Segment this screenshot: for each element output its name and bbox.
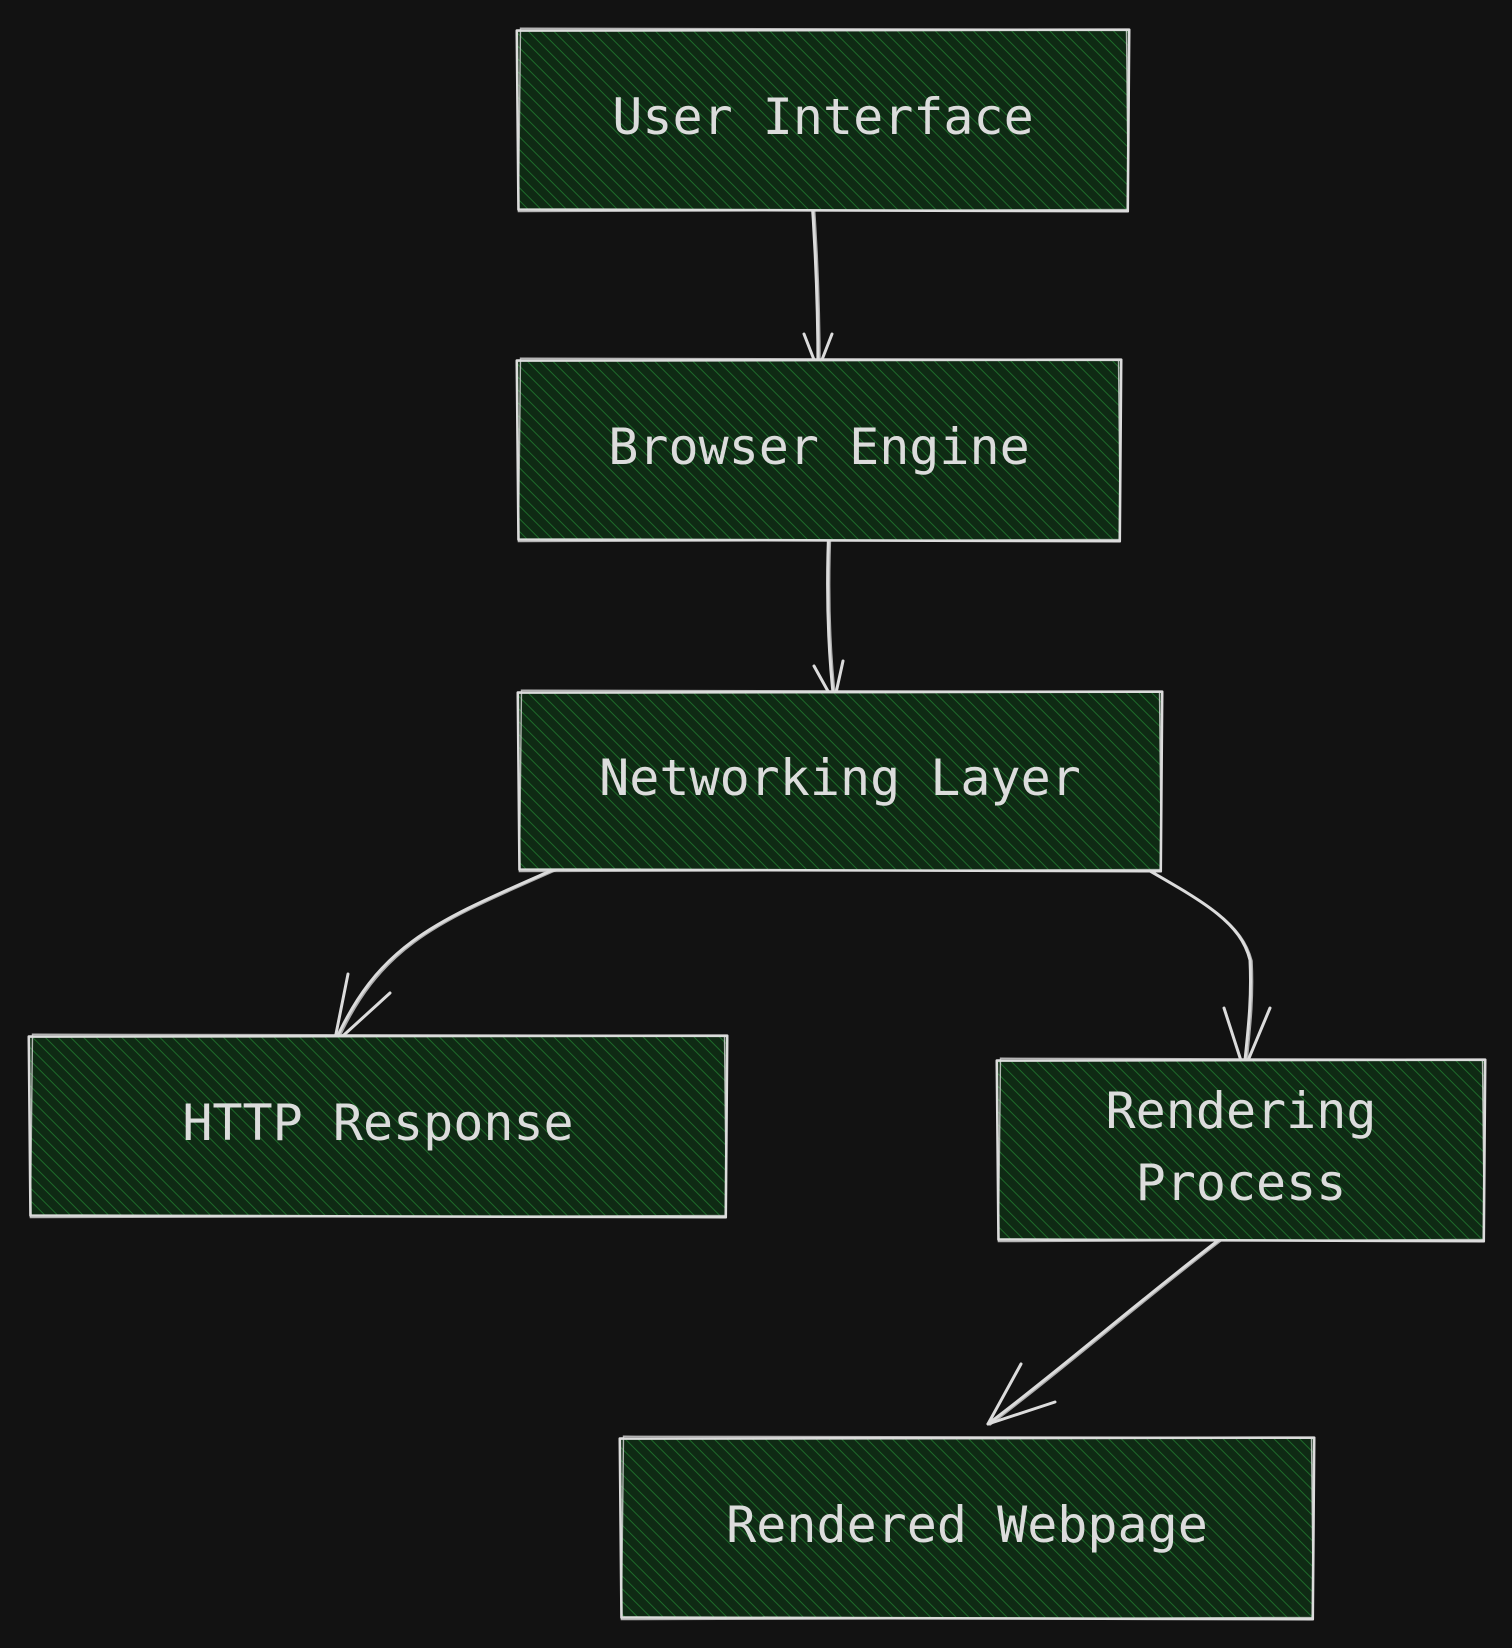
node-label: HTTP Response [182, 1094, 573, 1152]
edge-rendering-process-to-rendered-webpage [986, 1234, 1227, 1426]
arrowhead-icon [332, 972, 392, 1046]
node-border [995, 1058, 1487, 1243]
node-fill [518, 360, 1120, 540]
connector-line [826, 522, 836, 704]
node-label-line: HTTP Response [182, 1094, 573, 1152]
node-border [516, 690, 1164, 873]
node-border-sketch [517, 27, 1130, 213]
arrowhead-icon [986, 1362, 1057, 1426]
node-label-line: Networking Layer [599, 749, 1081, 807]
node-label: Networking Layer [599, 749, 1081, 807]
node-label: Rendered Webpage [726, 1496, 1208, 1554]
node-http-response[interactable]: HTTP Response [27, 1033, 729, 1219]
node-border [618, 1436, 1316, 1621]
connector-line-sketch [989, 1236, 1227, 1426]
node-border-sketch [997, 1057, 1486, 1243]
connector-line [332, 862, 568, 1046]
edge-user-interface-to-browser-engine [802, 184, 834, 372]
node-label: User Interface [612, 88, 1033, 146]
node-border-sketch [29, 1033, 728, 1219]
node-fill [518, 30, 1128, 210]
node-label-line: Rendered Webpage [726, 1496, 1208, 1554]
node-label-line: Process [1136, 1154, 1347, 1212]
node-fill [621, 1438, 1313, 1618]
node-user-interface[interactable]: User Interface [515, 27, 1131, 213]
node-border [515, 358, 1123, 543]
node-browser-engine[interactable]: Browser Engine [515, 357, 1123, 543]
edge-networking-layer-to-http-response [332, 862, 569, 1046]
node-fill [998, 1060, 1484, 1240]
edge-browser-engine-to-networking-layer [812, 522, 845, 704]
node-border-sketch [518, 689, 1163, 873]
connector-line-sketch [1132, 860, 1254, 1072]
edges-layer [332, 184, 1272, 1426]
node-label-line: Browser Engine [608, 418, 1029, 476]
node-border [27, 1034, 729, 1219]
connector-line [986, 1234, 1226, 1426]
node-border [515, 28, 1131, 213]
node-label: Browser Engine [608, 418, 1029, 476]
node-border-sketch [620, 1435, 1315, 1621]
connector-line-sketch [335, 864, 569, 1046]
node-label-line: User Interface [612, 88, 1033, 146]
edge-networking-layer-to-rendering-process [1129, 858, 1272, 1072]
node-label-line: Rendering [1106, 1082, 1377, 1140]
node-fill [30, 1036, 726, 1216]
node-border-sketch [517, 357, 1122, 543]
connector-line-sketch [828, 524, 837, 704]
node-networking-layer[interactable]: Networking Layer [516, 689, 1164, 873]
node-fill [519, 692, 1161, 870]
node-rendered-webpage[interactable]: Rendered Webpage [618, 1435, 1316, 1621]
